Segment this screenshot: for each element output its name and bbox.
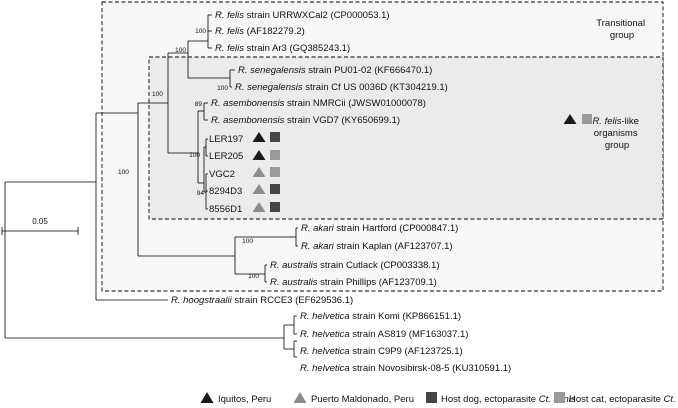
tree-branches: [4, 14, 298, 358]
bootstrap-ler: 100: [189, 152, 200, 159]
leaf-australis-cutlack: R. australis strain Cutlack (CP003338.1): [270, 260, 440, 271]
legend-puerto-triangle: [293, 392, 307, 403]
scale-bar: 0.05: [1, 217, 79, 235]
sample-markers: [252, 114, 592, 212]
leaf-asembonensis-nmrcii: R. asembonensis strain NMRCii (JWSW01000…: [211, 98, 426, 109]
marker-triangle-ler205: [252, 150, 266, 160]
leaf-8294d3: 8294D3: [209, 186, 242, 197]
bootstrap-asembonensis: 89: [195, 101, 203, 108]
bootstrap-felis: 100: [195, 28, 206, 35]
legend-dog-square: [426, 392, 437, 403]
transitional-group-label: Transitional group: [596, 18, 647, 41]
bootstrap-vgc: 94: [197, 190, 205, 197]
leaf-vgc2: VGC2: [209, 169, 235, 180]
leaf-labels: R. felis strain URRWXCal2 (CP000053.1) R…: [171, 10, 511, 374]
bootstrap-felis-group: 100: [175, 47, 186, 54]
marker-triangle-vgc2: [252, 167, 266, 177]
felislike-group-label: R. felis-like organisms group: [592, 116, 641, 151]
marker-square-ler205: [270, 150, 280, 160]
leaf-akari-hartford: R. akari strain Hartford (CP000847.1): [301, 223, 458, 234]
leaf-ler205: LER205: [209, 151, 243, 162]
leaf-asembonensis-vgd7: R. asembonensis strain VGD7 (KY650699.1): [211, 115, 400, 126]
scale-bar-label: 0.05: [32, 217, 48, 226]
marker-triangle-asemb-vgd7: [563, 114, 577, 124]
felislike-group-box: [148, 56, 664, 220]
leaf-felis-urr: R. felis strain URRWXCal2 (CP000053.1): [215, 10, 390, 21]
leaf-felis-ar3: R. felis strain Ar3 (GQ385243.1): [215, 43, 350, 54]
marker-square-ler197: [270, 132, 280, 142]
leaf-hoogstraalii: R. hoogstraalii strain RCCE3 (EF629536.1…: [171, 295, 353, 306]
leaf-felis-af: R. felis (AF182279.2): [215, 26, 305, 37]
marker-square-vgc2: [270, 167, 280, 177]
bootstrap-felislike: 100: [152, 91, 163, 98]
legend-cat-square: [554, 392, 565, 403]
bootstrap-transitional: 100: [118, 169, 129, 176]
leaf-helvetica-c9p9: R. helvetica strain C9P9 (AF123725.1): [300, 346, 463, 357]
leaf-helvetica-novosibirsk: R. helvetica strain Novosibirsk-08-5 (KU…: [300, 363, 511, 374]
leaf-ler197: LER197: [209, 134, 243, 145]
bootstrap-senegalensis: 100: [217, 85, 228, 92]
marker-square-8556d1: [270, 202, 280, 212]
marker-triangle-ler197: [252, 132, 266, 142]
leaf-8556d1: 8556D1: [209, 204, 242, 215]
marker-square-asemb-vgd7: [582, 114, 592, 124]
leaf-senegalensis-cf: R. senegalensis strain Cf US 0036D (KT30…: [235, 82, 448, 93]
legend-puerto-label: Puerto Maldonado, Peru: [311, 394, 414, 405]
marker-square-8294d3: [270, 184, 280, 194]
marker-triangle-8556d1: [252, 202, 266, 212]
legend-iquitos-triangle: [200, 392, 214, 403]
leaf-australis-phillips: R. australis strain Phillips (AF123709.1…: [270, 277, 437, 288]
marker-triangle-8294d3: [252, 184, 266, 194]
leaf-senegalensis-pu: R. senegalensis strain PU01-02 (KF666470…: [238, 65, 432, 76]
legend-cat-label: Host cat, ectoparasite Ct. felis: [569, 394, 678, 405]
bootstrap-akari: 100: [242, 238, 253, 245]
bootstrap-australis: 100: [248, 273, 259, 280]
leaf-akari-kaplan: R. akari strain Kaplan (AF123707.1): [301, 241, 453, 252]
legend: Iquitos, Peru Puerto Maldonado, Peru Hos…: [200, 392, 678, 405]
bootstrap-values: 100 100 100 100 89 100 94 100 100 100: [118, 28, 259, 280]
leaf-helvetica-komi: R. helvetica strain Komi (KP866151.1): [300, 311, 461, 322]
leaf-helvetica-as819: R. helvetica strain AS819 (MF163037.1): [300, 329, 468, 340]
legend-iquitos-label: Iquitos, Peru: [218, 394, 271, 405]
